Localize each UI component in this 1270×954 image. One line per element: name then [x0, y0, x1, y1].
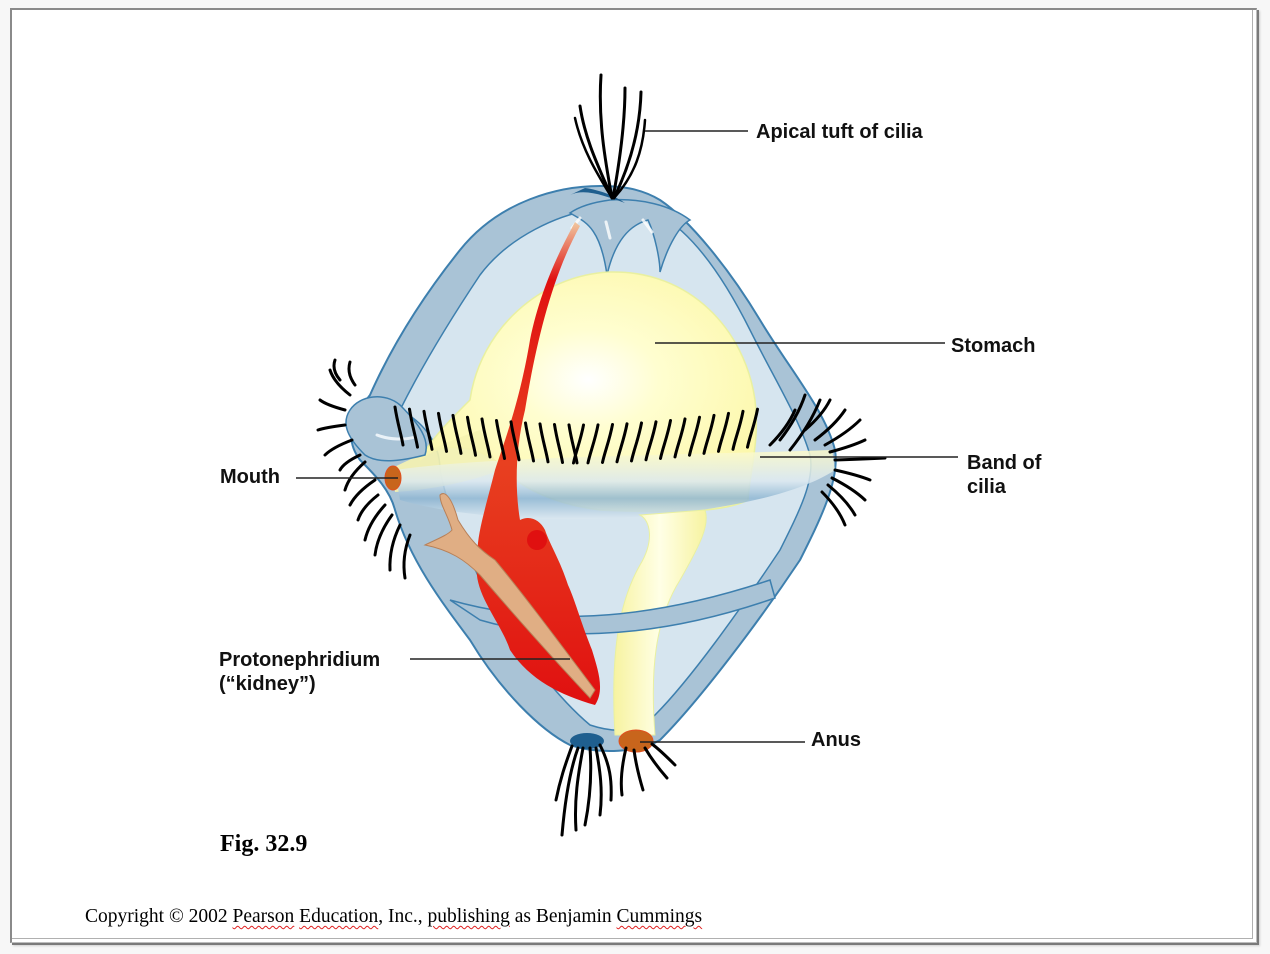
label-mouth: Mouth: [220, 466, 280, 488]
cilium: [437, 411, 448, 453]
cilium: [731, 409, 745, 451]
band-cilia: [393, 405, 759, 465]
cilium: [702, 413, 716, 455]
cilium: [826, 483, 857, 517]
cilium: [480, 417, 492, 459]
cilium: [347, 360, 357, 387]
cilium: [673, 417, 687, 459]
leader-lines: [296, 130, 958, 743]
cilium: [615, 422, 629, 464]
cilium: [630, 421, 643, 463]
cilium: [688, 415, 701, 457]
cilium: [363, 503, 387, 542]
cilium: [572, 423, 585, 465]
cilium: [830, 476, 867, 502]
cilium: [393, 405, 405, 447]
copyright-mid: , Inc.,: [378, 906, 428, 927]
cilium: [343, 460, 367, 492]
cilium: [823, 418, 862, 447]
copyright-prefix: Copyright © 2002: [85, 906, 233, 927]
copyright-as-benjamin: as Benjamin: [509, 906, 617, 927]
cilium: [833, 468, 872, 482]
label-protonephridium: Protonephridium (“kidney”): [219, 648, 380, 696]
copyright-word-cummings: Cummings: [616, 906, 703, 927]
cilium: [509, 420, 521, 462]
right-cilia: [768, 393, 887, 527]
cilium: [717, 411, 730, 453]
cilium: [659, 418, 672, 460]
cilium: [553, 422, 564, 464]
cilium: [768, 408, 797, 447]
anus-opening: [618, 729, 654, 753]
copyright-word-education: Education: [299, 906, 379, 927]
kidney-tube: [423, 493, 596, 699]
label-stomach: Stomach: [951, 335, 1036, 357]
cilium: [833, 456, 887, 462]
bottom-cilia: [554, 742, 677, 837]
cilium: [332, 358, 342, 382]
cilium: [328, 368, 352, 397]
cilium: [422, 409, 434, 451]
cilium: [323, 438, 354, 457]
apical-pit: [570, 188, 625, 203]
nephridiopore-bulb: [527, 530, 547, 550]
label-band-of-cilia: Band of cilia: [967, 451, 1041, 499]
cilium: [408, 407, 419, 449]
copyright-word-publishing: publishing: [427, 906, 510, 927]
copyright-word-pearson: Pearson: [232, 906, 295, 927]
cilium: [318, 398, 347, 412]
cilium: [402, 533, 412, 580]
apical-tuft-cilia: [573, 73, 647, 200]
frame-edge: [12, 938, 1253, 939]
cilium: [388, 523, 402, 572]
cilium: [373, 513, 394, 557]
cilium: [778, 393, 807, 442]
cilium: [813, 408, 847, 442]
label-band-of-cilia-line1: Band of: [967, 452, 1042, 474]
cilium: [538, 422, 550, 464]
cilium: [828, 438, 867, 454]
label-band-of-cilia-line2: cilia: [967, 476, 1006, 498]
cilium: [466, 415, 477, 457]
ventral-pore: [570, 733, 604, 749]
cilium: [495, 418, 506, 460]
label-apical-tuft: Apical tuft of cilia: [756, 121, 923, 143]
copyright-notice: Copyright © 2002 Pearson Education, Inc.…: [85, 906, 702, 928]
cilium: [746, 407, 759, 449]
cilium: [788, 398, 822, 452]
cilium: [316, 423, 347, 432]
cilium: [338, 453, 362, 472]
cilium: [451, 413, 463, 455]
cilium: [586, 423, 600, 465]
cilium: [356, 493, 380, 522]
cilium: [567, 423, 579, 465]
cilium: [348, 478, 377, 507]
cilium: [524, 421, 535, 463]
label-anus: Anus: [811, 729, 861, 751]
cilium: [803, 398, 832, 432]
cilium: [601, 422, 614, 464]
frame-edge: [1252, 10, 1253, 939]
cilium: [644, 420, 658, 462]
label-protonephridium-line2: (“kidney”): [219, 673, 316, 695]
label-protonephridium-line1: Protonephridium: [219, 649, 381, 671]
figure-number: Fig. 32.9: [220, 831, 308, 857]
cilium: [820, 490, 847, 527]
mouth-cilia: [316, 358, 412, 580]
